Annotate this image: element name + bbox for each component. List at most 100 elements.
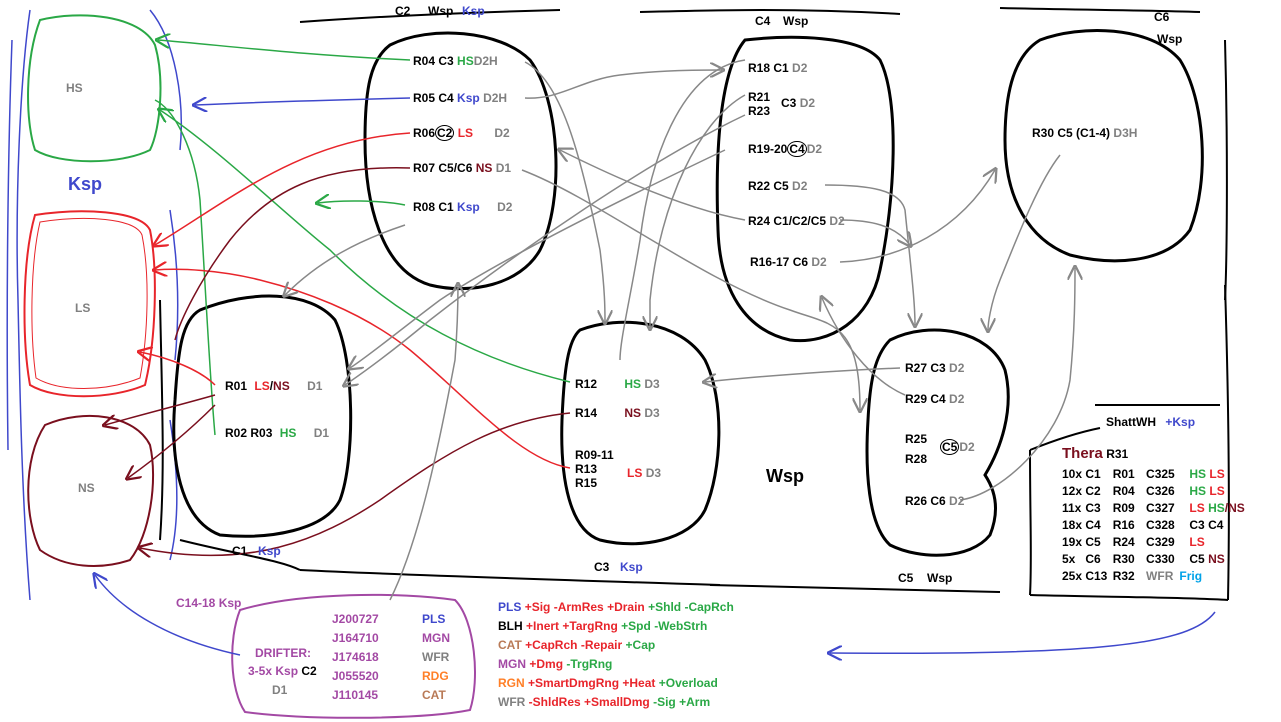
- row-id: R26: [905, 494, 928, 508]
- ls-region-inner: [31, 218, 148, 389]
- c5-row-r25: R25: [905, 432, 927, 446]
- row-class: C1: [773, 61, 789, 75]
- c4-row-r24: R24 C1/C2/C5 D2: [748, 214, 845, 228]
- connection-arrows: [95, 40, 1216, 655]
- effect-part: +Spd: [621, 619, 651, 633]
- effect-part: -ArmRes: [553, 600, 604, 614]
- row-sec: Ksp: [457, 91, 480, 105]
- r: R32: [1112, 569, 1135, 583]
- code: C329: [1146, 535, 1175, 549]
- shattered-title: ShattWH +Ksp: [1106, 415, 1195, 429]
- r: R04: [1112, 484, 1135, 498]
- row-id: R08: [413, 200, 436, 214]
- drifter-type: RDG: [422, 669, 449, 683]
- row-sec: LS: [627, 466, 643, 480]
- row-sec: LS: [457, 126, 474, 140]
- count: 11x: [1062, 501, 1082, 515]
- effect-part: -Repair: [580, 638, 623, 652]
- row-d: D2: [497, 200, 513, 214]
- sec2: HS: [1208, 501, 1225, 515]
- c1-ksp-label: Ksp: [258, 544, 281, 558]
- row-id: R30: [1032, 126, 1055, 140]
- row-id: R23: [748, 104, 771, 118]
- c4-row-r22: R22 C5 D2: [748, 179, 807, 193]
- row-class: C4: [787, 141, 807, 157]
- sec1: C5: [1189, 552, 1205, 566]
- c3-row-r09-sec: LS D3: [627, 466, 661, 480]
- row-sep: /: [269, 379, 274, 393]
- sec1: HS: [1189, 484, 1207, 498]
- class: C3: [1085, 501, 1101, 515]
- thera-label: Thera: [1062, 445, 1103, 462]
- row-d: D1: [313, 426, 330, 440]
- row-d: D2: [799, 96, 816, 110]
- shattered-row: 18x C4 R16 C328 C3 C4: [1062, 518, 1223, 532]
- effect-part: +Heat: [622, 676, 656, 690]
- c5-class-label: C5: [898, 571, 914, 585]
- row-id: R19-20: [748, 142, 788, 156]
- effect-row-wfr: WFR -ShldRes +SmallDmg -Sig +Arm: [498, 695, 710, 709]
- code: C325: [1146, 467, 1175, 481]
- c1-blob: [172, 294, 353, 538]
- shattered-title-text: ShattWH: [1106, 415, 1156, 429]
- shattered-row: 12x C2 R04 C326 HS LS: [1062, 484, 1225, 498]
- c1-row-r01: R01 LS/NS D1: [225, 379, 322, 393]
- class: C1: [1085, 467, 1101, 481]
- drifter-sub-text: 3-5x Ksp: [248, 664, 299, 678]
- r: R16: [1112, 518, 1135, 532]
- c2-row-r04: R04 C3 HSD2H: [413, 54, 498, 68]
- effect-name: MGN: [498, 657, 526, 671]
- effect-name: PLS: [498, 600, 522, 614]
- c2-blob: [363, 31, 558, 291]
- ls-region-label: LS: [75, 301, 91, 315]
- row-d: D2: [949, 392, 965, 406]
- c3-row-r12: R12 HS D3: [575, 377, 660, 391]
- row-id: R28: [905, 452, 928, 466]
- frame-lines: [159, 7, 1230, 601]
- effect-part: +Cap: [625, 638, 656, 652]
- thera-r: R31: [1106, 447, 1129, 461]
- row-d: D2: [829, 214, 845, 228]
- c3-row-r14: R14 NS D3: [575, 406, 660, 420]
- shattered-row: 5x C6 R30 C330 C5 NS: [1062, 552, 1225, 566]
- row-class: C5/C6: [438, 161, 473, 175]
- c2-row-r05: R05 C4 Ksp D2H: [413, 91, 507, 105]
- shattered-row: 10x C1 R01 C325 HS LS: [1062, 467, 1225, 481]
- row-id: R16-17: [750, 255, 790, 269]
- c5-wsp-label: Wsp: [927, 571, 953, 585]
- ksp-region-label: Ksp: [68, 174, 103, 194]
- row-d: D2: [949, 361, 965, 375]
- row-id: R18: [748, 61, 771, 75]
- drifter-type: PLS: [422, 612, 446, 626]
- row-sec: HS: [279, 426, 297, 440]
- c5-row-r29: R29 C4 D2: [905, 392, 964, 406]
- drifter-sub: 3-5x Ksp C2: [248, 664, 317, 678]
- row-d: D3H: [1113, 126, 1138, 140]
- row-id: R04: [413, 54, 436, 68]
- r: R30: [1112, 552, 1135, 566]
- sec1: HS: [1189, 467, 1207, 481]
- row-d: D3: [645, 466, 662, 480]
- row-class: C1/C2/C5: [773, 214, 827, 228]
- c2-ksp-label: Ksp: [462, 4, 485, 18]
- drifter-id: J174618: [332, 650, 379, 664]
- row-sec: NS: [624, 406, 642, 420]
- drifter-type: MGN: [422, 631, 450, 645]
- row-class: C6: [930, 494, 946, 508]
- row-id: R27: [905, 361, 928, 375]
- class: C5: [1085, 535, 1101, 549]
- row-class: C4: [930, 392, 946, 406]
- effect-part: +CapRch: [525, 638, 578, 652]
- sec1: LS: [1189, 501, 1205, 515]
- effect-row-cat: CAT +CapRch -Repair +Cap: [498, 638, 655, 652]
- row-class: C3: [930, 361, 946, 375]
- row-class: C3: [438, 54, 454, 68]
- row-d: D2: [806, 142, 823, 156]
- code: C327: [1146, 501, 1175, 515]
- row-id: R12: [575, 377, 598, 391]
- effect-name: BLH: [498, 619, 523, 633]
- row-d: D2H: [473, 54, 498, 68]
- row-class: C3: [781, 96, 797, 110]
- effect-part: -CapRch: [684, 600, 734, 614]
